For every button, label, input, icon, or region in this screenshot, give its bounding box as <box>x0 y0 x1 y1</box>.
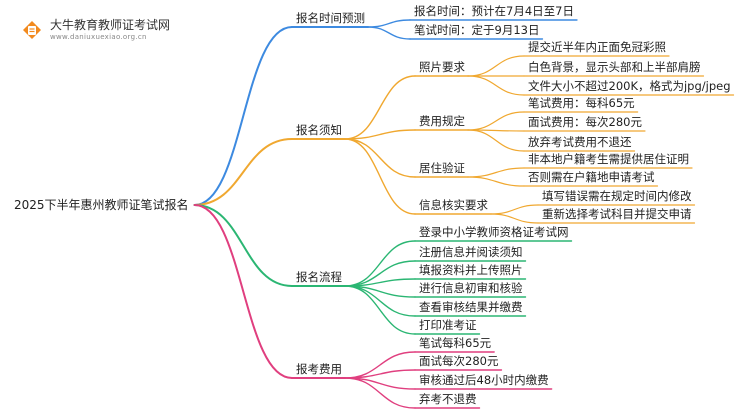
branch-exam-fees: 报考费用 <box>296 362 342 376</box>
subtopic-fee-rules: 费用规定 <box>419 114 465 128</box>
leaf-fix-errors: 填写错误需在规定时间内修改 <box>542 189 692 203</box>
book-icon <box>23 21 41 39</box>
connector-root-b2 <box>193 204 293 287</box>
subtopic-photo-requirements: 照片要求 <box>419 60 465 74</box>
fee-payment-window: 审核通过后48小时内缴费 <box>419 373 549 387</box>
connector-b1-b1c1 <box>344 129 416 140</box>
leaf-photo-size-format: 文件大小不超过200K，格式为jpg/jpeg <box>528 79 731 93</box>
leaf-no-refund: 放弃考试费用不退还 <box>528 135 632 149</box>
brand-logo: 大牛教育教师证考试网 www.daniuxuexiao.org.cn <box>20 6 220 46</box>
connector-b1c2-b1c2g1 <box>467 176 525 187</box>
connector-b1-b1c2 <box>344 138 416 178</box>
connector-b0-b0c1 <box>367 26 411 40</box>
brand-domain: www.daniuxuexiao.org.cn <box>50 33 147 41</box>
step-upload: 填报资料并上传照片 <box>419 263 523 277</box>
step-login: 登录中小学教师资格证考试网 <box>419 225 569 239</box>
connector-root-b0 <box>193 26 293 206</box>
connector-b1c0-b1c0g0 <box>467 55 525 77</box>
connector-b1c1-b1c1g2 <box>467 129 525 152</box>
connector-b1c3-b1c3g0 <box>490 204 539 215</box>
connector-b1c1-b1c1g0 <box>467 111 525 131</box>
root-topic: 2025下半年惠州教师证笔试报名 <box>14 198 189 212</box>
connector-root-b3 <box>193 204 293 379</box>
leaf-exam-date: 笔试时间：定于9月13日 <box>414 23 540 37</box>
subtopic-residence-check: 居住验证 <box>419 161 465 175</box>
connector-b1c2-b1c2g0 <box>467 167 525 178</box>
connector-root-b1 <box>193 138 293 206</box>
leaf-reselect-subjects: 重新选择考试科目并提交申请 <box>542 207 692 221</box>
connector-b1c3-b1c3g1 <box>490 213 539 224</box>
connector-b0-b0c0 <box>367 19 411 28</box>
connector-b2-b2c5 <box>344 285 416 335</box>
branch-registration-process: 报名流程 <box>296 270 342 284</box>
leaf-registration-date: 报名时间：预计在7月4日至7日 <box>414 4 574 18</box>
connector-b1-b1c3 <box>344 138 416 215</box>
leaf-photo-background: 白色背景，显示头部和上半部肩膀 <box>528 60 701 74</box>
fee-written: 笔试每科65元 <box>419 336 492 350</box>
leaf-interview-fee: 面试费用：每次280元 <box>528 115 642 129</box>
branch-registration-notes: 报名须知 <box>296 123 342 137</box>
leaf-hukou-location: 否则需在户籍地申请考试 <box>528 170 655 184</box>
brand-name: 大牛教育教师证考试网 <box>50 18 171 32</box>
connector-b1-b1c0 <box>344 75 416 140</box>
step-print-ticket: 打印准考证 <box>419 318 477 332</box>
step-review: 进行信息初审和核验 <box>419 281 523 295</box>
step-register: 注册信息并阅读须知 <box>419 245 523 259</box>
branch-registration-time: 报名时间预测 <box>296 11 365 25</box>
connector-b3-b3c3 <box>344 377 416 409</box>
subtopic-info-verification: 信息核实要求 <box>419 198 488 212</box>
leaf-written-fee: 笔试费用：每科65元 <box>528 96 635 110</box>
leaf-photo-recent: 提交近半年内正面免冠彩照 <box>528 40 666 54</box>
connector-b1c0-b1c0g2 <box>467 75 525 96</box>
connector-b2-b2c4 <box>344 285 416 317</box>
step-pay: 查看审核结果并缴费 <box>419 300 523 314</box>
leaf-residence-proof: 非本地户籍考生需提供居住证明 <box>528 152 689 166</box>
connector-b2-b2c0 <box>344 240 416 287</box>
fee-no-refund: 弃考不退费 <box>419 392 477 406</box>
fee-interview: 面试每次280元 <box>419 354 499 368</box>
